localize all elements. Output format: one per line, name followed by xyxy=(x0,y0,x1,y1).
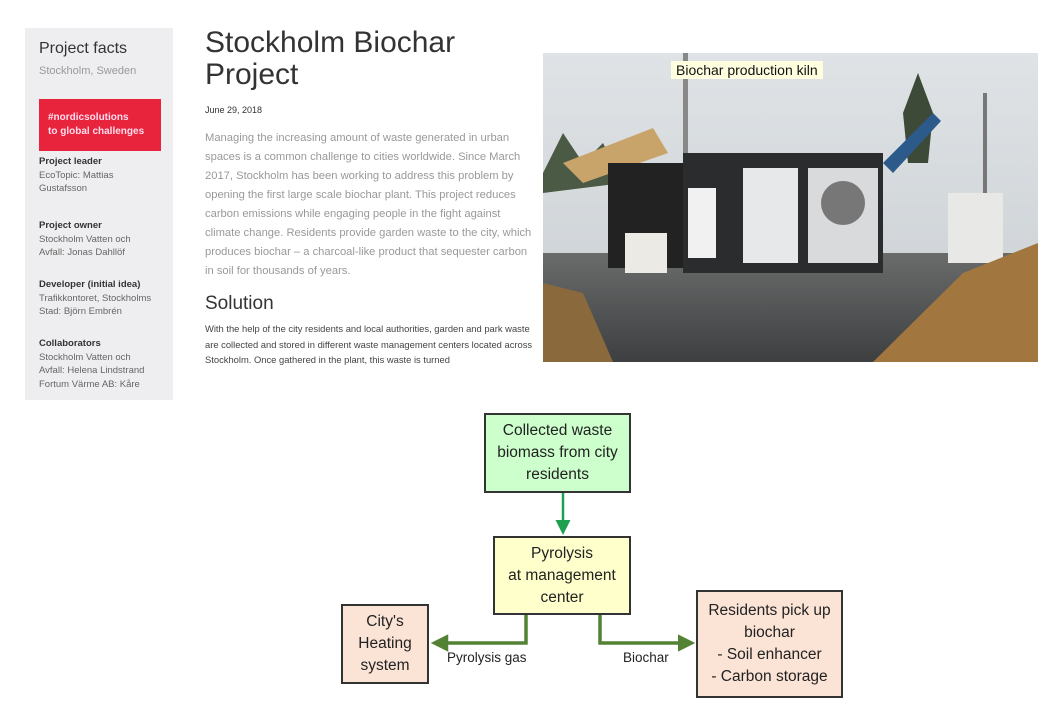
project-facts-panel: Project facts Stockholm, Sweden #nordics… xyxy=(25,28,173,400)
solution-heading: Solution xyxy=(205,293,274,314)
edge-label-pyrolysis-gas: Pyrolysis gas xyxy=(447,650,527,665)
banner-line: to global challenges xyxy=(48,126,145,137)
fact-value: Avfall: Jonas Dahllöf xyxy=(39,247,125,258)
fact-value: Stockholm Vatten och xyxy=(39,351,131,363)
facts-heading: Project facts xyxy=(39,40,128,57)
node-residents: Residents pick up biochar - Soil enhance… xyxy=(696,590,843,698)
fact-collaborators: Collaborators Stockholm Vatten och Avfal… xyxy=(39,337,173,391)
solution-text: With the help of the city residents and … xyxy=(205,323,533,365)
fact-value: Fortum Värme AB: Kåre xyxy=(39,378,140,390)
fact-label: Project owner xyxy=(39,220,102,231)
edge-label-biochar: Biochar xyxy=(623,650,669,665)
fact-label: Developer (initial idea) xyxy=(39,279,141,290)
node-pyrolysis: Pyrolysis at management center xyxy=(493,536,631,615)
nordic-solutions-banner[interactable]: #nordicsolutions to global challenges xyxy=(39,99,161,151)
article-date: June 29, 2018 xyxy=(205,105,263,115)
fact-value: Avfall: Helena Lindstrand xyxy=(39,365,145,376)
photo-caption: Biochar production kiln xyxy=(671,61,823,79)
node-heating-system: City's Heating system xyxy=(341,604,429,684)
fact-project-owner: Project owner Stockholm Vatten och Avfal… xyxy=(39,219,173,260)
article: Stockholm Biochar Project June 29, 2018 … xyxy=(205,27,535,369)
page-title: Stockholm Biochar Project xyxy=(205,26,456,91)
fact-value: Stockholm Vatten och xyxy=(39,233,131,245)
fact-value: EcoTopic: Mattias xyxy=(39,169,114,181)
banner-line: #nordicsolutions xyxy=(48,112,129,123)
facts-location: Stockholm, Sweden xyxy=(39,65,137,77)
fact-label: Project leader xyxy=(39,156,102,167)
fact-developer: Developer (initial idea) Trafikkontoret,… xyxy=(39,278,173,319)
fact-value: Stad: Björn Embrén xyxy=(39,306,122,317)
arrow-gas-to-heating xyxy=(430,615,528,652)
fact-value: Trafikkontoret, Stockholms xyxy=(39,292,152,304)
node-collected-waste: Collected waste biomass from city reside… xyxy=(484,413,631,493)
arrow-biochar-to-residents xyxy=(598,615,696,652)
fact-label: Collaborators xyxy=(39,338,101,349)
fact-value: Gustafsson xyxy=(39,183,88,194)
fact-project-leader: Project leader EcoTopic: Mattias Gustafs… xyxy=(39,155,173,196)
biochar-kiln-photo xyxy=(543,53,1038,362)
article-intro: Managing the increasing amount of waste … xyxy=(205,132,532,277)
